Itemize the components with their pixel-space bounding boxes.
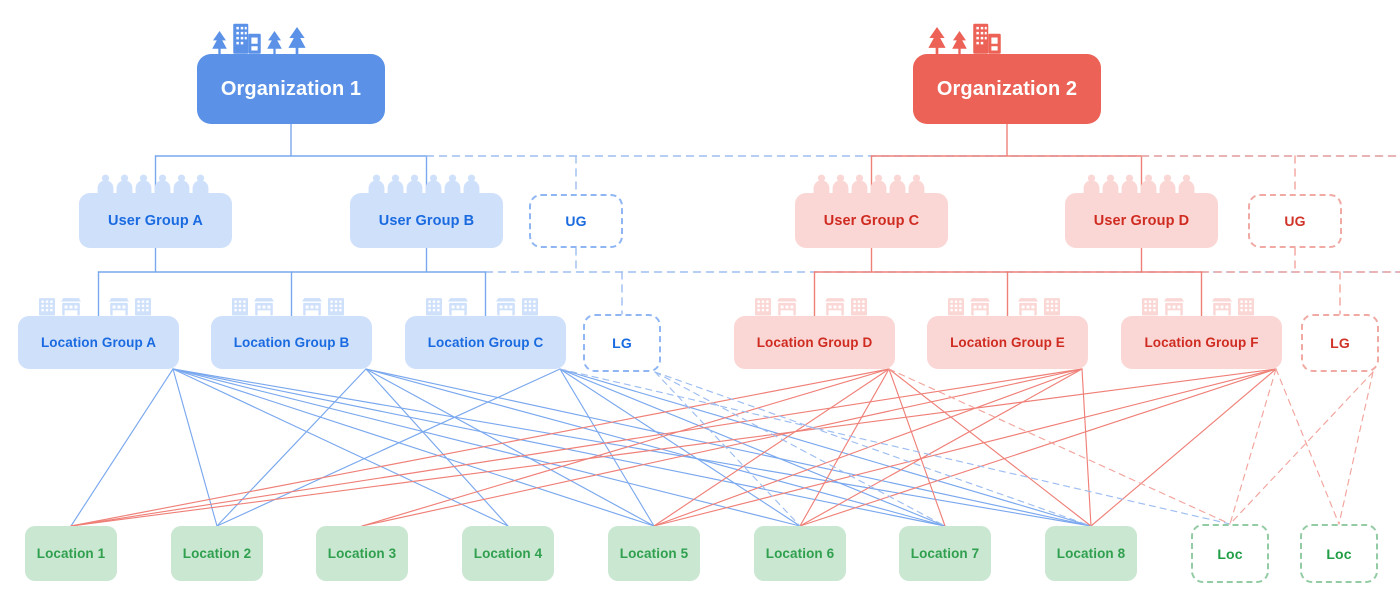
user-group-c-people-icon — [813, 174, 925, 193]
location-node-6-label: Location 6 — [765, 546, 835, 561]
location-group-placeholder-2-label: LG — [1330, 335, 1350, 351]
location-node-4[interactable]: Location 4 — [462, 526, 554, 581]
user-group-node-b[interactable]: User Group B — [350, 193, 503, 248]
location-node-6[interactable]: Location 6 — [754, 526, 846, 581]
user-group-node-d-label: User Group D — [1093, 212, 1190, 229]
user-group-node-b-label: User Group B — [378, 212, 475, 229]
user-group-node-c-label: User Group C — [823, 212, 920, 229]
location-placeholder-2[interactable]: Loc — [1300, 524, 1378, 583]
location-group-c-shops-icon — [425, 295, 539, 316]
user-group-b-people-icon — [368, 174, 480, 193]
location-node-2-label: Location 2 — [182, 546, 252, 561]
location-group-node-f-label: Location Group F — [1144, 335, 1259, 350]
location-node-4-label: Location 4 — [473, 546, 543, 561]
location-node-1[interactable]: Location 1 — [25, 526, 117, 581]
user-group-placeholder-1[interactable]: UG — [529, 194, 623, 248]
user-group-node-c[interactable]: User Group C — [795, 193, 948, 248]
location-placeholder-1[interactable]: Loc — [1191, 524, 1269, 583]
location-group-placeholder-1-label: LG — [612, 335, 632, 351]
location-group-b-shops-icon — [231, 295, 345, 316]
location-group-node-f[interactable]: Location Group F — [1121, 316, 1282, 369]
location-group-node-c-label: Location Group C — [427, 335, 544, 350]
location-node-2[interactable]: Location 2 — [171, 526, 263, 581]
user-group-node-a[interactable]: User Group A — [79, 193, 232, 248]
user-group-a-people-icon — [97, 174, 209, 193]
location-group-placeholder-2[interactable]: LG — [1301, 314, 1379, 372]
organization-2-city-trees-icon — [927, 20, 1002, 54]
location-node-8[interactable]: Location 8 — [1045, 526, 1137, 581]
location-group-node-d-label: Location Group D — [756, 335, 873, 350]
location-group-placeholder-1[interactable]: LG — [583, 314, 661, 372]
location-group-a-shops-icon — [38, 295, 152, 316]
location-group-node-c[interactable]: Location Group C — [405, 316, 566, 369]
location-node-3[interactable]: Location 3 — [316, 526, 408, 581]
user-group-placeholder-2-label: UG — [1284, 213, 1306, 229]
location-group-node-a-label: Location Group A — [40, 335, 157, 350]
location-group-node-e[interactable]: Location Group E — [927, 316, 1088, 369]
location-node-8-label: Location 8 — [1056, 546, 1126, 561]
user-group-node-d[interactable]: User Group D — [1065, 193, 1218, 248]
location-node-5[interactable]: Location 5 — [608, 526, 700, 581]
location-placeholder-1-label: Loc — [1217, 545, 1243, 562]
location-node-5-label: Location 5 — [619, 546, 689, 561]
user-group-placeholder-2[interactable]: UG — [1248, 194, 1342, 248]
user-group-placeholder-1-label: UG — [565, 213, 587, 229]
organization-node-2-label: Organization 2 — [936, 77, 1078, 100]
user-group-d-people-icon — [1083, 174, 1195, 193]
location-group-node-b[interactable]: Location Group B — [211, 316, 372, 369]
location-group-node-b-label: Location Group B — [233, 335, 350, 350]
location-group-d-shops-icon — [754, 295, 868, 316]
location-node-1-label: Location 1 — [36, 546, 106, 561]
location-group-node-e-label: Location Group E — [950, 335, 1065, 350]
user-group-node-a-label: User Group A — [108, 212, 203, 229]
location-group-e-shops-icon — [947, 295, 1061, 316]
location-placeholder-2-label: Loc — [1326, 545, 1352, 562]
location-node-7[interactable]: Location 7 — [899, 526, 991, 581]
location-node-3-label: Location 3 — [327, 546, 397, 561]
organization-node-1-label: Organization 1 — [220, 77, 362, 100]
location-node-7-label: Location 7 — [910, 546, 980, 561]
organization-node-2[interactable]: Organization 2 — [913, 54, 1101, 124]
location-group-node-d[interactable]: Location Group D — [734, 316, 895, 369]
organization-node-1[interactable]: Organization 1 — [197, 54, 385, 124]
organization-1-city-trees-icon — [211, 20, 307, 54]
location-group-f-shops-icon — [1141, 295, 1255, 316]
location-group-node-a[interactable]: Location Group A — [18, 316, 179, 369]
